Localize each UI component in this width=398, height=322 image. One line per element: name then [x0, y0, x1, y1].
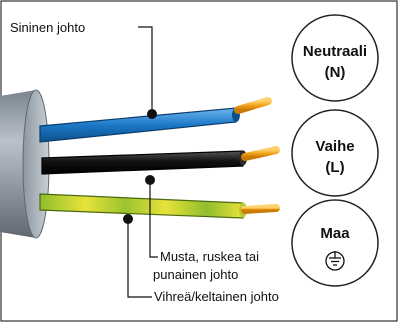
live-wire-leader — [149, 180, 158, 258]
neutral-terminal: Neutraali (N) — [291, 14, 379, 102]
neutral-terminal-title: Neutraali — [303, 43, 367, 60]
live-terminal-title: Vaihe — [315, 138, 354, 155]
live-wire-label-line2: punainen johto — [153, 267, 238, 282]
earth-wire-leader — [127, 219, 152, 298]
live-wire-label-line1: Musta, ruskea tai — [160, 249, 259, 264]
neutral-terminal-symbol: (N) — [325, 64, 346, 81]
ground-icon — [325, 251, 345, 271]
blue-wire — [39, 97, 272, 143]
live-wire-marker — [145, 175, 155, 185]
earth-wire-label: Vihreä/keltainen johto — [154, 289, 279, 304]
black-wire — [41, 146, 280, 175]
blue-wire-leader — [138, 26, 153, 114]
blue-wire-marker — [147, 109, 157, 119]
live-terminal: Vaihe (L) — [291, 109, 379, 197]
earth-wire — [39, 193, 280, 219]
earth-wire-marker — [123, 214, 133, 224]
blue-wire-label: Sininen johto — [10, 20, 85, 35]
live-terminal-symbol: (L) — [325, 159, 344, 176]
earth-terminal: Maa — [291, 199, 379, 287]
earth-terminal-title: Maa — [320, 225, 350, 242]
leader-lines — [127, 26, 158, 298]
